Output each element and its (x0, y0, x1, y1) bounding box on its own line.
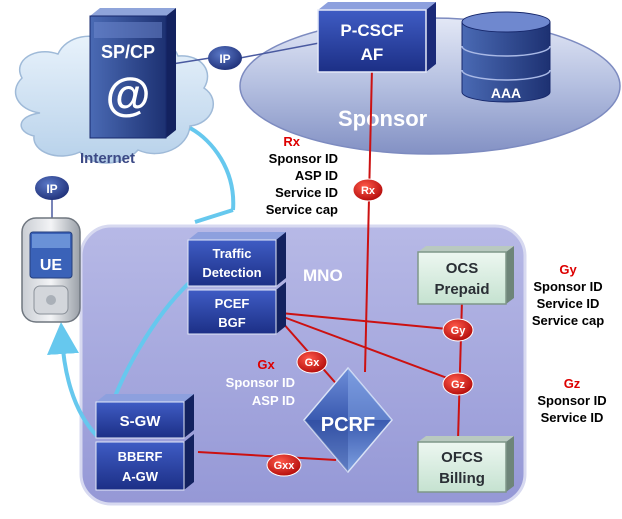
prepaid-label: Prepaid (434, 281, 489, 298)
gy-annotation-line: Service ID (537, 296, 600, 311)
gx-annotation-title: Gx (257, 357, 275, 372)
svg-text:IP: IP (219, 52, 230, 66)
ip-badge-left: IP (35, 176, 69, 200)
svg-text:Gxx: Gxx (274, 460, 296, 472)
pcrf-node: PCRF (303, 366, 393, 474)
pcef-label: PCEF (215, 296, 250, 311)
gxx-line (197, 451, 337, 461)
agw-label: A-GW (122, 469, 159, 484)
gx-annotation-line: ASP ID (252, 393, 295, 408)
traffic-path-ue (47, 322, 99, 438)
gy-line (269, 311, 459, 331)
gz-annotation-title: Gz (564, 376, 581, 391)
spcp-server: SP/CP @ (89, 8, 176, 139)
sponsor-label: Sponsor (338, 106, 428, 131)
at-symbol-icon: @ (106, 68, 151, 120)
gy-badge: Gy (442, 318, 474, 342)
rx-annotation-line: Service ID (275, 185, 338, 200)
pcscf-af-node: P-CSCF AF (317, 2, 436, 73)
gy-annotation-line: Service cap (532, 313, 604, 328)
gz-badge: Gz (442, 372, 474, 396)
pcef-bgf-node: PCEF BGF (187, 282, 286, 335)
internet-label: Internet (80, 150, 135, 167)
gy-annotation-line: Sponsor ID (533, 279, 602, 294)
sgw-node: S-GW (95, 394, 194, 439)
bberf-agw-node: BBERF A-GW (95, 434, 194, 491)
ofcs-billing-node: OFCS Billing (417, 436, 514, 493)
svg-text:Gx: Gx (305, 357, 321, 369)
ue-phone-icon: UE (21, 217, 81, 323)
gxx-badge: Gxx (266, 453, 302, 477)
aaa-database-icon: AAA (461, 11, 551, 103)
billing-label: Billing (439, 470, 485, 487)
pcscf-label: P-CSCF (340, 21, 403, 40)
ocs-prepaid-node: OCS Prepaid (417, 246, 514, 305)
rx-badge: Rx (352, 178, 384, 202)
gx-badge: Gx (296, 350, 328, 374)
rx-annotation-title: Rx (283, 134, 300, 149)
svg-text:Rx: Rx (361, 185, 376, 197)
gz-annotation-line: Service ID (541, 410, 604, 425)
pcrf-label: PCRF (321, 414, 375, 436)
gz-annotation: Gz Sponsor ID Service ID (537, 376, 606, 425)
mno-label: MNO (303, 266, 343, 285)
gx-annotation: Gx Sponsor ID ASP ID (226, 357, 295, 408)
rx-annotation: Rx Sponsor ID ASP ID Service ID Service … (266, 134, 338, 217)
svg-text:Gz: Gz (451, 379, 466, 391)
gy-annotation: Gy Sponsor ID Service ID Service cap (532, 262, 604, 328)
spcp-label: SP/CP (101, 42, 155, 62)
rx-annotation-line: ASP ID (295, 168, 338, 183)
ofcs-label: OFCS (441, 449, 483, 466)
rx-annotation-line: Sponsor ID (269, 151, 338, 166)
ue-label: UE (40, 257, 63, 274)
traffic-detection-node: Traffic Detection (187, 232, 286, 287)
sgw-label: S-GW (120, 413, 162, 430)
gz-line-pcef (269, 311, 459, 383)
rx-annotation-line: Service cap (266, 202, 338, 217)
svg-text:Gy: Gy (451, 325, 467, 337)
af-label: AF (361, 45, 384, 64)
gx-annotation-line: Sponsor ID (226, 375, 295, 390)
ip-badge-top: IP (208, 46, 242, 70)
traffic-path-pcef (194, 208, 234, 224)
detection-label: Detection (202, 265, 261, 280)
ip-line-spcp (171, 57, 211, 65)
svg-text:IP: IP (46, 182, 57, 196)
aaa-label: AAA (491, 85, 521, 101)
traffic-path-cloud (189, 126, 236, 211)
gz-annotation-line: Sponsor ID (537, 393, 606, 408)
bberf-label: BBERF (118, 449, 163, 464)
bgf-label: BGF (218, 315, 246, 330)
ocs-label: OCS (446, 260, 479, 277)
traffic-label: Traffic (212, 246, 251, 261)
gy-annotation-title: Gy (559, 262, 577, 277)
